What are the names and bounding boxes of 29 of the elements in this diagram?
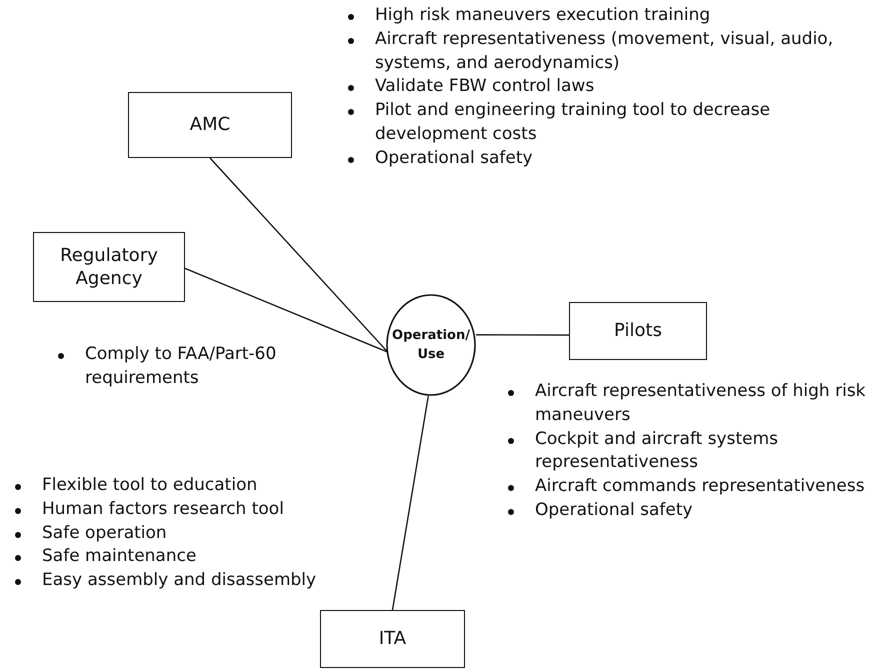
stakeholder-box — [33, 232, 185, 302]
bullet-item: Safe maintenance — [42, 545, 382, 570]
node-label: ITA — [378, 627, 406, 651]
bullet-item: Cockpit and aircraft systems representativeness — [535, 428, 882, 476]
node-label: Operation/ Use — [391, 326, 471, 364]
connector-line — [210, 158, 388, 353]
bullet-item: Operational safety — [535, 498, 882, 523]
stakeholder-box — [320, 610, 465, 668]
bullet-item: Easy assembly and disassembly — [42, 569, 382, 593]
bullet-item: Human factors research tool — [42, 498, 382, 522]
stakeholder-box — [128, 92, 292, 158]
node-label: AMC — [190, 113, 230, 137]
bullet-item: Aircraft commands representativeness — [535, 475, 882, 499]
bullet-item: High risk maneuvers execution training — [375, 4, 875, 28]
center-circle — [386, 294, 476, 396]
connector-line — [392, 396, 429, 610]
bullet-item: Comply to FAA/Part-60 requirements — [85, 343, 295, 391]
bullet-item: Pilot and engineering training tool to decrease development costs — [375, 99, 875, 147]
connector-line — [476, 334, 569, 336]
bullet-item: Flexible tool to education — [42, 474, 382, 498]
bullet-item: Aircraft representativeness (movement, visual, audio, systems, and aerodynamics) — [375, 28, 875, 76]
node-label: Regulatory Agency — [59, 244, 159, 290]
stakeholder-box — [569, 302, 707, 360]
bullet-item: Operational safety — [375, 146, 875, 171]
bullet-item: Validate FBW control laws — [375, 75, 875, 100]
connector-line — [184, 268, 388, 353]
node-label: Pilots — [614, 319, 662, 343]
bullet-item: Safe operation — [42, 522, 382, 546]
bullet-item: Aircraft representativeness of high risk maneuvers — [535, 380, 882, 428]
